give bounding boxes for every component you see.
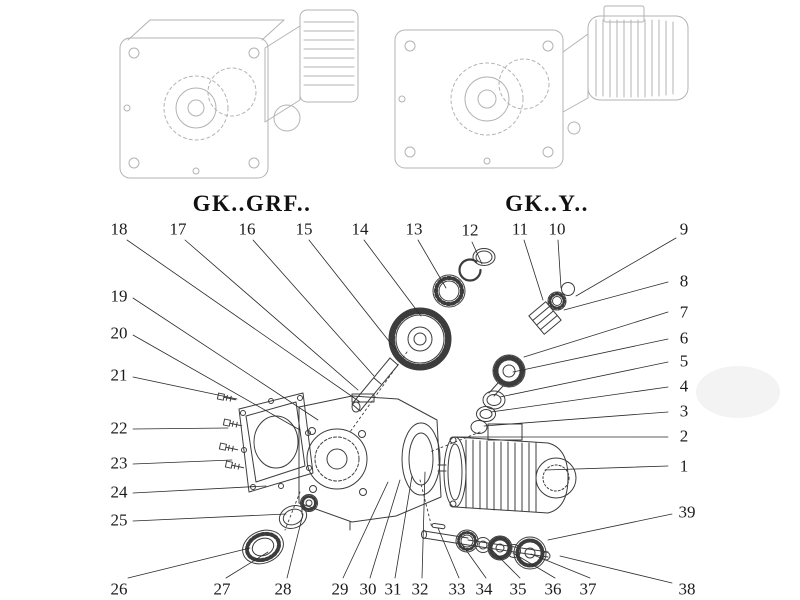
- callout-24: 24: [110, 482, 128, 502]
- callout-9: 9: [679, 219, 689, 239]
- callout-19: 19: [110, 286, 128, 306]
- model-title-grf: GK..GRF..: [192, 191, 312, 216]
- callout-38: 38: [678, 579, 696, 599]
- callout-11: 11: [511, 219, 529, 239]
- callout-37: 37: [579, 579, 597, 599]
- callout-32: 32: [411, 579, 429, 599]
- callout-5: 5: [679, 351, 689, 371]
- mounting-bolts: [217, 393, 244, 471]
- callout-17: 17: [169, 219, 187, 239]
- pinion-gear: [489, 355, 525, 396]
- input-shaft: [352, 358, 398, 412]
- callout-35: 35: [509, 579, 527, 599]
- callout-27: 27: [213, 579, 231, 599]
- callout-22: 22: [110, 418, 128, 438]
- callout-30: 30: [359, 579, 377, 599]
- callout-36: 36: [544, 579, 562, 599]
- gasket-plate: [239, 393, 313, 492]
- callout-21: 21: [110, 365, 128, 385]
- upper-bearing: [433, 275, 465, 307]
- callout-16: 16: [238, 219, 256, 239]
- callout-13: 13: [405, 219, 423, 239]
- callout-20: 20: [110, 323, 128, 343]
- callout-14: 14: [351, 219, 369, 239]
- background-smudge: [696, 366, 780, 418]
- callout-29: 29: [331, 579, 349, 599]
- small-ring: [562, 283, 575, 296]
- motor: [438, 424, 576, 513]
- large-gear: [389, 308, 451, 370]
- housing: [299, 394, 441, 530]
- callout-6: 6: [679, 328, 689, 348]
- callout-28: 28: [274, 579, 292, 599]
- callout-2: 2: [679, 426, 689, 446]
- callout-33: 33: [448, 579, 466, 599]
- callout-7: 7: [679, 302, 689, 322]
- callout-1: 1: [679, 456, 689, 476]
- lower-bearing-set: [238, 495, 318, 570]
- leader-lines: [127, 238, 676, 583]
- callout-10: 10: [548, 219, 566, 239]
- snap-ring: [460, 260, 481, 281]
- model-title-y: GK..Y..: [505, 191, 589, 216]
- callout-39: 39: [678, 502, 696, 522]
- callout-31: 31: [384, 579, 402, 599]
- callout-34: 34: [475, 579, 493, 599]
- washer-stack: [471, 391, 505, 434]
- seal-ring: [473, 249, 495, 266]
- small-bearing: [548, 292, 566, 310]
- callout-23: 23: [110, 453, 128, 473]
- gearbox-grf-illustration: [120, 10, 358, 178]
- callout-25: 25: [110, 510, 128, 530]
- output-shaft-assembly: [422, 523, 551, 569]
- callout-4: 4: [679, 376, 689, 396]
- exploded-view: [217, 249, 576, 570]
- coupling: [529, 302, 561, 335]
- callout-15: 15: [295, 219, 313, 239]
- gearbox-y-illustration: [395, 6, 688, 168]
- callout-12: 12: [461, 220, 479, 240]
- callout-18: 18: [110, 219, 128, 239]
- callout-26: 26: [110, 579, 128, 599]
- callout-8: 8: [679, 271, 689, 291]
- callout-3: 3: [679, 401, 689, 421]
